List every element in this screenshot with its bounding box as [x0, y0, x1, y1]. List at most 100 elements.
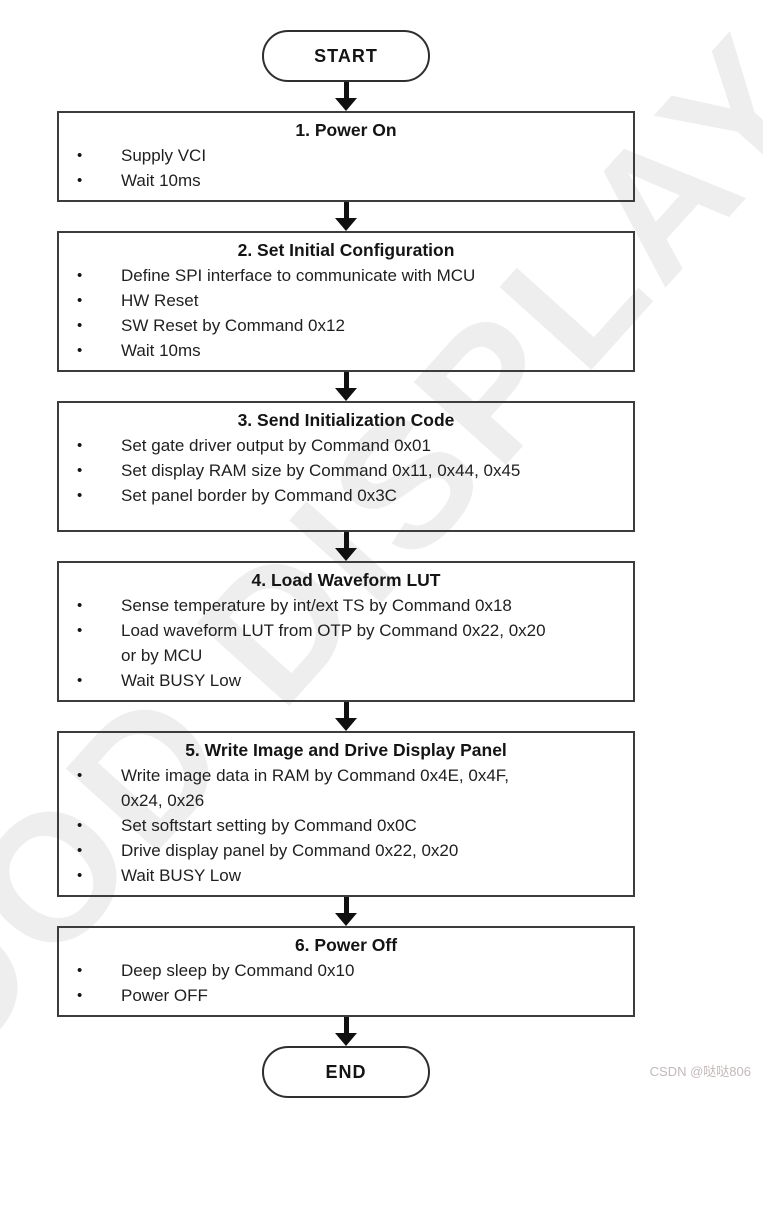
bullet-dot: •: [77, 487, 83, 504]
step-bullets: • Write image data in RAM by Command 0x4E…: [73, 763, 619, 888]
step-title: 6. Power Off: [294, 935, 398, 955]
bullet-dot: •: [77, 597, 83, 614]
bullet-text: Power OFF: [121, 986, 208, 1005]
arrow-head-icon: [335, 548, 357, 561]
bullet-line: •Wait BUSY Low: [73, 863, 619, 888]
arrow-stem: [343, 82, 349, 98]
bullet-line: • Deep sleep by Command 0x10: [73, 958, 619, 983]
step-wrap-6: 6. Power Off•Deep sleep by Command 0x10•…: [57, 926, 635, 1046]
bullet-line: • Wait BUSY Low: [73, 668, 619, 693]
flow-arrow: [335, 702, 357, 731]
bullet-dot: •: [77, 437, 83, 454]
bullet-text: Set softstart setting by Command 0x0C: [121, 816, 417, 835]
bullet-line: • Set gate driver output by Command 0x01: [73, 433, 619, 458]
bullet-dot: •: [77, 962, 83, 979]
step-title: 1. Power On: [295, 120, 397, 140]
arrow-head-icon: [335, 913, 357, 926]
step-bullets: • Define SPI interface to communicate wit…: [73, 263, 619, 363]
step-bullets: •Set gate driver output by Command 0x01•…: [73, 433, 619, 508]
bullet-text: Set gate driver output by Command 0x01: [121, 436, 431, 455]
bullet-dot: •: [77, 987, 83, 1004]
step-title: 5. Write Image and Drive Display Panel: [185, 740, 507, 760]
flow-arrow: [335, 1017, 357, 1046]
start-label: START: [314, 45, 378, 66]
bullet-text: 0x24, 0x26: [121, 791, 205, 810]
step-title: 3. Send Initialization Code: [237, 410, 455, 430]
bullet-dot: •: [77, 292, 83, 309]
flow-arrow: [335, 372, 357, 401]
arrow-head-icon: [335, 1033, 357, 1046]
bullet-text: SW Reset by Command 0x12: [121, 316, 345, 335]
step-box-3: 3. Send Initialization Code • Set gate dri…: [57, 401, 635, 532]
bullet-text: Wait BUSY Low: [121, 671, 241, 690]
bullet-dot: [77, 788, 91, 813]
step-wrap-5: 5. Write Image and Drive Display Panel•W…: [57, 731, 635, 926]
step-box-6: 6. Power Off•Deep sleep by Command 0x10•…: [57, 926, 635, 1017]
arrow-stem: [343, 532, 349, 548]
arrow-stem: [343, 897, 349, 913]
step-bullets: • Deep sleep by Command 0x10 • Power OFF: [73, 958, 619, 1008]
flow-arrow: [335, 202, 357, 231]
bullet-text: Wait 10ms: [121, 171, 201, 190]
bullet-dot: •: [77, 172, 83, 189]
bullet-text: Define SPI interface to communicate with…: [121, 266, 476, 285]
step-wrap-1: 1. Power On•Supply VCI•Wait 10ms: [57, 111, 635, 231]
bullet-line: •Write image data in RAM by Command 0x4E…: [73, 763, 619, 788]
bullet-line: •Supply VCI: [73, 143, 619, 168]
bullet-dot: •: [77, 317, 83, 334]
step-box-5: 5. Write Image and Drive Display Panel•W…: [57, 731, 635, 897]
bullet-line: or by MCU: [73, 643, 619, 668]
step-box-4: 4. Load Waveform LUT • Sense temperature b…: [57, 561, 635, 702]
bullet-text: Drive display panel by Command 0x22, 0x2…: [121, 841, 459, 860]
bullet-text: or by MCU: [121, 646, 203, 665]
bullet-dot: •: [77, 462, 83, 479]
flow-arrow: [335, 532, 357, 561]
step-wrap-4: 4. Load Waveform LUT • Sense temperature b…: [57, 561, 635, 731]
arrow-head-icon: [335, 98, 357, 111]
arrow-stem: [343, 202, 349, 218]
bullet-dot: •: [77, 867, 83, 884]
bullet-line: • Drive display panel by Command 0x22, 0x…: [73, 838, 619, 863]
bullet-text: Sense temperature by int/ext TS by Comma…: [121, 596, 512, 615]
bullet-dot: [77, 643, 91, 668]
bullet-text: Wait 10ms: [121, 341, 201, 360]
bullet-line: • Wait 10ms: [73, 338, 619, 363]
csdn-credit: CSDN @哒哒806: [649, 1064, 751, 1079]
bullet-dot: •: [77, 342, 83, 359]
bullet-dot: •: [77, 672, 83, 689]
bullet-text: Write image data in RAM by Command 0x4E,…: [121, 766, 510, 785]
step-wrap-3: 3. Send Initialization Code • Set gate dri…: [57, 401, 635, 561]
bullet-line: • Sense temperature by int/ext TS by Comm…: [73, 593, 619, 618]
arrow-head-icon: [335, 218, 357, 231]
bullet-line: • Set softstart setting by Command 0x0C: [73, 813, 619, 838]
bullet-line: • SW Reset by Command 0x12: [73, 313, 619, 338]
flow-arrow: [335, 82, 357, 111]
arrow-head-icon: [335, 388, 357, 401]
bullet-dot: •: [77, 622, 83, 639]
end-terminal: END: [262, 1046, 430, 1098]
bullet-line: • HW Reset: [73, 288, 619, 313]
bullet-dot: •: [77, 817, 83, 834]
step-title: 2. Set Initial Configuration: [237, 240, 455, 260]
step-bullets: •Supply VCI•Wait 10ms: [73, 143, 619, 193]
bullet-dot: •: [77, 147, 83, 164]
step-box-2: 2. Set Initial Configuration • Define SPI …: [57, 231, 635, 372]
bullet-line: •Define SPI interface to communicate wit…: [73, 263, 619, 288]
bullet-text: Load waveform LUT from OTP by Command 0x…: [121, 621, 546, 640]
end-label: END: [325, 1061, 367, 1082]
bullet-line: • Wait 10ms: [73, 168, 619, 193]
arrow-stem: [343, 702, 349, 718]
bullet-text: Set display RAM size by Command 0x11, 0x…: [121, 461, 521, 480]
arrow-stem: [343, 372, 349, 388]
step-wrap-2: 2. Set Initial Configuration • Define SPI …: [57, 231, 635, 401]
arrow-head-icon: [335, 718, 357, 731]
bullet-text: HW Reset: [121, 291, 199, 310]
arrow-stem: [343, 1017, 349, 1033]
step-box-1: 1. Power On•Supply VCI•Wait 10ms: [57, 111, 635, 202]
bullet-text: Deep sleep by Command 0x10: [121, 961, 355, 980]
start-terminal: START: [262, 30, 430, 82]
step-title: 4. Load Waveform LUT: [251, 570, 441, 590]
bullet-dot: •: [77, 842, 83, 859]
